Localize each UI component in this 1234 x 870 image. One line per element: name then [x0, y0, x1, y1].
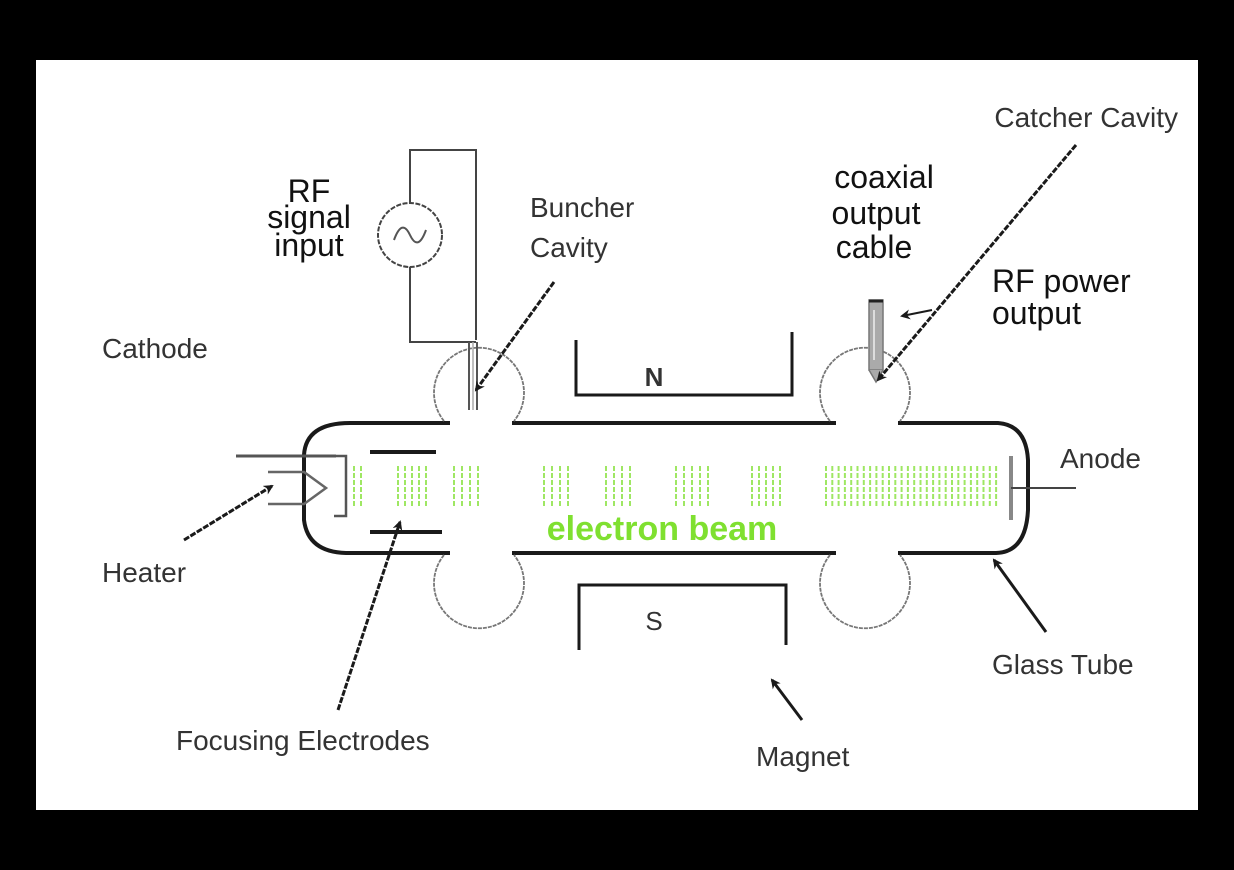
label-magnet-north: N: [645, 362, 664, 392]
catcher-cavity: [819, 346, 911, 630]
arrow-magnet: [770, 678, 804, 721]
ac-source-sine-icon: [377, 202, 443, 268]
arrow-heater: [183, 484, 274, 542]
label-rf-signal-input-line2: signal: [267, 199, 351, 235]
coaxial-output-cable: [868, 299, 884, 384]
magnet-south-pole: [577, 583, 788, 650]
label-heater: Heater: [102, 557, 186, 588]
rf-wire-top: [409, 149, 477, 340]
label-rf-power-output-line1: RF power: [992, 263, 1131, 299]
arrow-catcher-cavity: [876, 144, 1078, 382]
electron-beam: [353, 466, 998, 506]
buncher-cavity: [433, 346, 525, 630]
cathode-assembly: [236, 454, 348, 518]
rf-input-circuit: [377, 149, 478, 410]
arrow-glass-tube: [992, 558, 1048, 633]
label-rf-signal-input-line3: input: [274, 227, 344, 263]
klystron-diagram: RF signal input Buncher Cavity Catcher C…: [102, 102, 1178, 772]
arrows: [183, 144, 1078, 721]
label-magnet-south: S: [645, 606, 662, 636]
focusing-electrodes: [370, 450, 442, 534]
label-buncher-cavity-line2: Cavity: [530, 232, 608, 263]
label-buncher-cavity-line1: Buncher: [530, 192, 634, 223]
label-coaxial-output-cable-line3: cable: [836, 229, 913, 265]
glass-tube: [302, 421, 1030, 555]
cathode: [334, 454, 348, 518]
label-coaxial-output-cable-line2: output: [832, 195, 921, 231]
magnet: [574, 332, 794, 650]
label-coaxial-output-cable-line1: coaxial: [834, 159, 934, 195]
anode: [1009, 456, 1076, 520]
magnet-north-pole: [574, 332, 794, 397]
glass-tube-left-end: [302, 455, 450, 555]
labels: RF signal input Buncher Cavity Catcher C…: [102, 102, 1178, 772]
rf-wire-bottom: [409, 260, 476, 343]
label-glass-tube: Glass Tube: [992, 649, 1134, 680]
arrow-focusing-electrodes: [336, 520, 403, 711]
heater: [268, 470, 329, 506]
diagram-canvas: RF signal input Buncher Cavity Catcher C…: [36, 60, 1198, 810]
glass-tube-top-left: [302, 421, 450, 456]
label-rf-power-output-line2: output: [992, 295, 1081, 331]
label-electron-beam: electron beam: [547, 510, 778, 548]
label-catcher-cavity: Catcher Cavity: [994, 102, 1178, 133]
arrow-buncher-cavity: [474, 281, 556, 392]
label-focusing-electrodes: Focusing Electrodes: [176, 725, 430, 756]
glass-tube-right-end: [898, 421, 1030, 555]
label-anode: Anode: [1060, 443, 1141, 474]
arrow-rf-power-output: [900, 309, 933, 320]
label-rf-signal-input-line1: RF: [288, 173, 331, 209]
label-magnet: Magnet: [756, 741, 850, 772]
label-cathode: Cathode: [102, 333, 208, 364]
